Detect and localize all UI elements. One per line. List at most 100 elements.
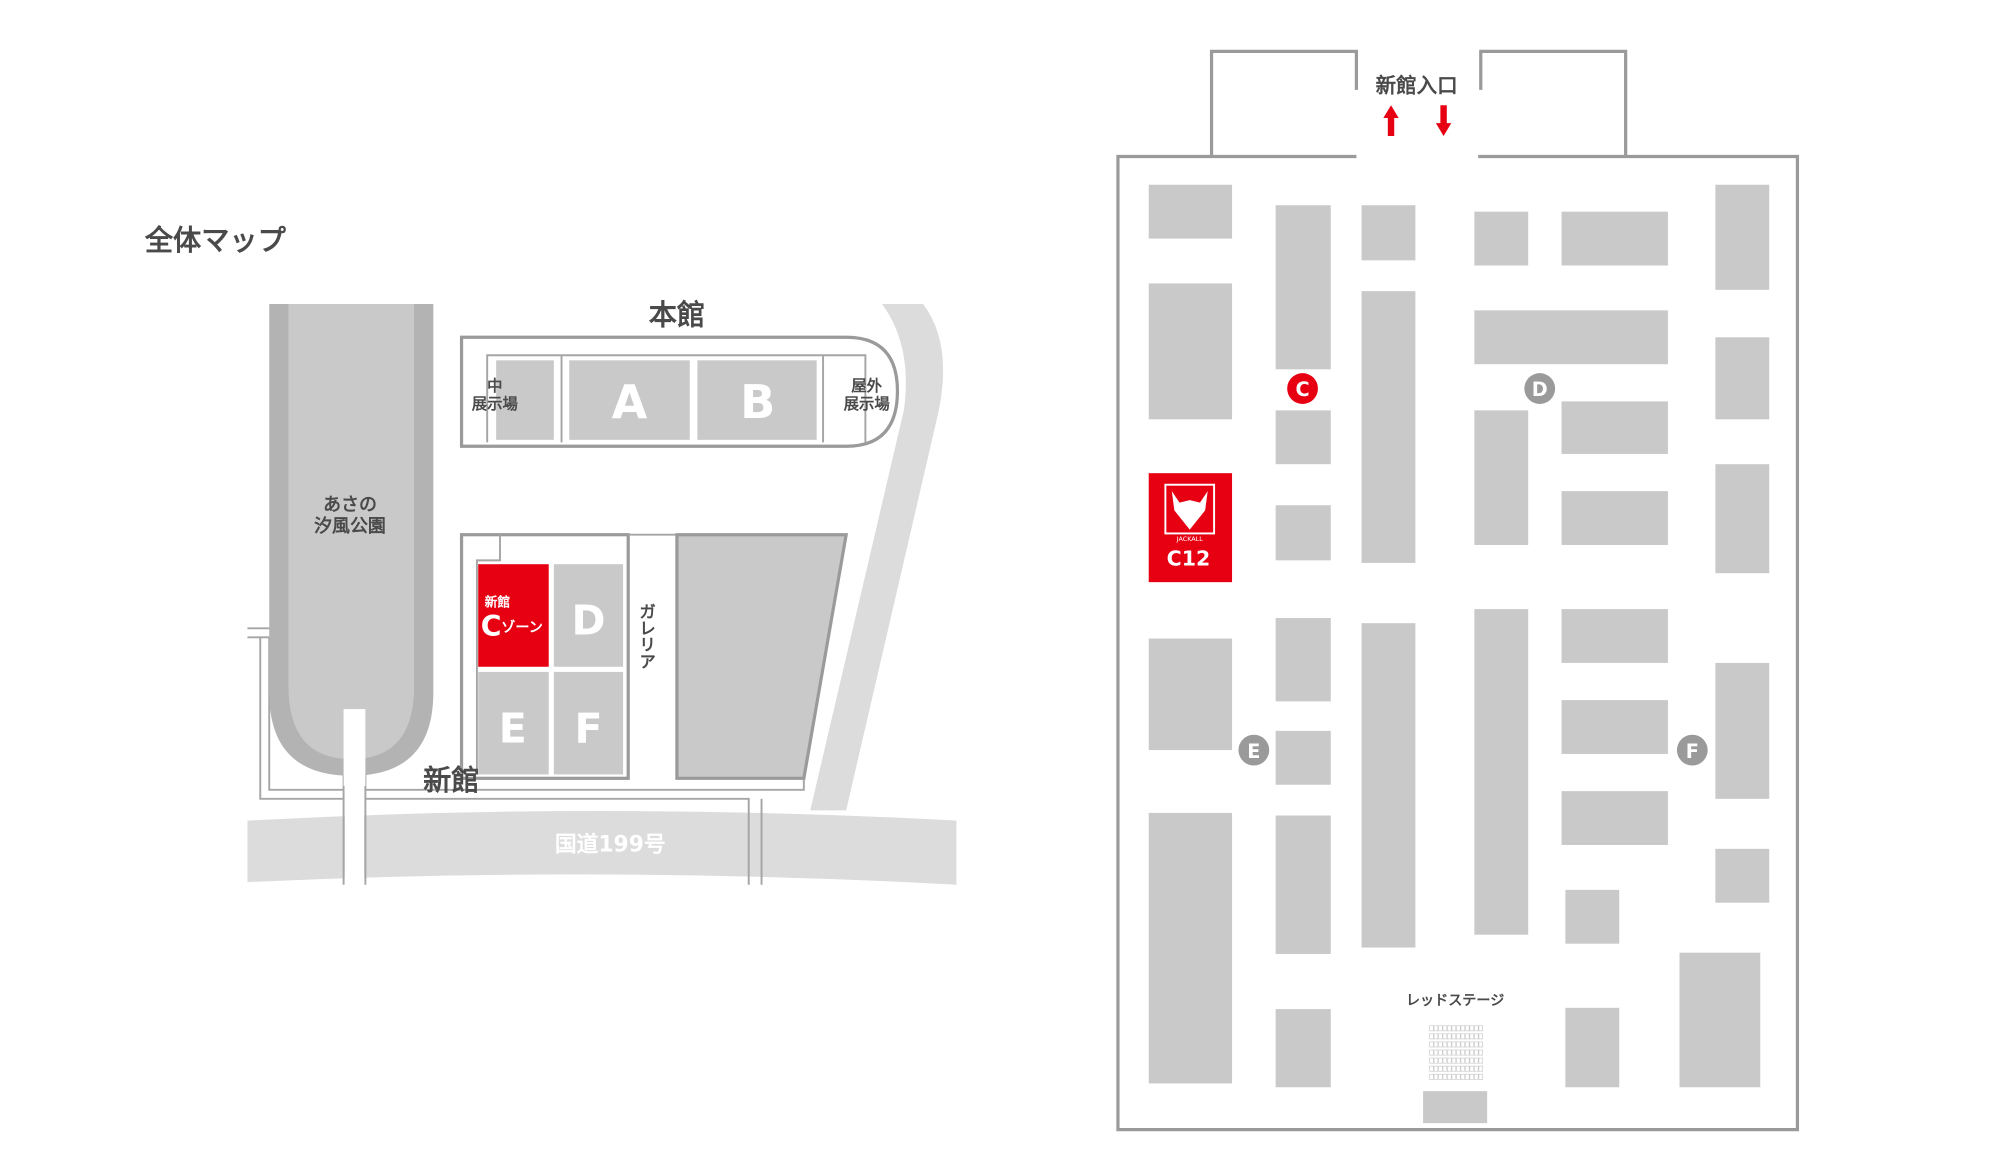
booth[interactable] (1561, 401, 1668, 454)
seat (1460, 1041, 1466, 1048)
svg-text:D: D (1532, 378, 1548, 401)
booth[interactable] (1565, 1007, 1620, 1088)
seat (1438, 1041, 1443, 1048)
stage-label: レッドステージ (1406, 993, 1504, 1009)
seat (1429, 1033, 1434, 1040)
seat (1451, 1033, 1457, 1040)
seat (1465, 1065, 1470, 1072)
booth[interactable] (1361, 623, 1416, 948)
booth[interactable] (1679, 952, 1761, 1088)
booth[interactable] (1275, 505, 1331, 561)
outdoor-label-1: 屋外 (851, 376, 882, 395)
booth[interactable] (1565, 889, 1620, 944)
brand-label: JACKALL (1176, 535, 1204, 543)
booth[interactable] (1275, 815, 1331, 954)
curved-road (810, 303, 944, 811)
seat (1469, 1041, 1475, 1048)
svg-text:F: F (1686, 740, 1699, 763)
seat (1474, 1025, 1479, 1032)
marker-f: F (1676, 734, 1708, 766)
seat (1460, 1057, 1466, 1064)
seat (1433, 1065, 1439, 1072)
overview-title: 全体マップ (144, 224, 287, 257)
seat (1469, 1065, 1475, 1072)
seat (1433, 1033, 1439, 1040)
main-hall: 本館 A B 中 展示場 屋外 展示場 (459, 298, 900, 448)
zone-a-label: A (612, 375, 648, 429)
seat (1474, 1057, 1479, 1064)
seat (1442, 1073, 1448, 1080)
seat (1456, 1033, 1461, 1040)
national-road (247, 811, 957, 885)
seat (1478, 1049, 1484, 1056)
seat (1429, 1049, 1434, 1056)
booth[interactable] (1715, 464, 1770, 574)
booth[interactable] (1361, 205, 1416, 261)
seat (1474, 1049, 1479, 1056)
booth[interactable] (1715, 662, 1770, 799)
booth[interactable] (1148, 184, 1233, 239)
booth[interactable] (1715, 337, 1770, 420)
booth[interactable] (1275, 618, 1331, 702)
booth[interactable] (1561, 491, 1668, 545)
booth[interactable] (1474, 410, 1529, 545)
booth[interactable] (1561, 791, 1668, 845)
seat (1429, 1065, 1434, 1072)
seat (1451, 1065, 1457, 1072)
booth[interactable] (1474, 211, 1529, 266)
booth[interactable] (1148, 638, 1233, 751)
middle-hall-label-1: 中 (487, 376, 502, 395)
seat (1478, 1033, 1484, 1040)
booth[interactable] (1275, 205, 1331, 370)
booth[interactable] (1474, 609, 1529, 935)
zone-d-block (553, 564, 624, 667)
entrance-label: 新館入口 (1376, 73, 1458, 97)
seat (1433, 1057, 1439, 1064)
booth-c12[interactable]: JACKALL C12 (1148, 473, 1233, 583)
seat (1438, 1057, 1443, 1064)
park: あさの 汐風公園 (269, 303, 434, 786)
booth[interactable] (1715, 848, 1770, 903)
arrow-down-icon (1435, 105, 1452, 136)
zone-b-block (697, 360, 817, 440)
seat (1447, 1041, 1452, 1048)
booth[interactable] (1361, 291, 1416, 563)
seat (1433, 1041, 1439, 1048)
galleria-label: ガレリア (637, 602, 656, 669)
seat (1478, 1057, 1484, 1064)
seat (1442, 1065, 1448, 1072)
seat (1465, 1025, 1470, 1032)
seat (1478, 1065, 1484, 1072)
booth[interactable] (1561, 609, 1668, 663)
booth[interactable] (1148, 812, 1233, 1084)
zone-c-block[interactable] (478, 564, 549, 667)
seat (1429, 1041, 1434, 1048)
booth[interactable] (1275, 410, 1331, 465)
booth[interactable] (1148, 283, 1233, 420)
seat (1469, 1025, 1475, 1032)
booth[interactable] (1275, 730, 1331, 785)
seat (1465, 1073, 1470, 1080)
seat (1465, 1057, 1470, 1064)
booth-label: C12 (1167, 546, 1211, 570)
booth[interactable] (1474, 310, 1668, 365)
seat (1456, 1065, 1461, 1072)
zone-a-block (569, 360, 690, 440)
seat (1447, 1073, 1452, 1080)
seat (1433, 1049, 1439, 1056)
seat (1456, 1073, 1461, 1080)
marker-e: E (1238, 734, 1270, 766)
seat (1442, 1025, 1448, 1032)
seat (1438, 1049, 1443, 1056)
booth[interactable] (1715, 184, 1770, 290)
seat (1469, 1057, 1475, 1064)
seat (1429, 1073, 1434, 1080)
booth[interactable] (1275, 1009, 1331, 1088)
booth[interactable] (1561, 700, 1668, 754)
seat (1460, 1065, 1466, 1072)
floor-plan: 新館入口 JACKALL C12 C D E F レッドステージ (1116, 49, 1800, 1132)
seat (1442, 1033, 1448, 1040)
svg-text:E: E (1247, 740, 1260, 763)
booth[interactable] (1561, 211, 1668, 266)
